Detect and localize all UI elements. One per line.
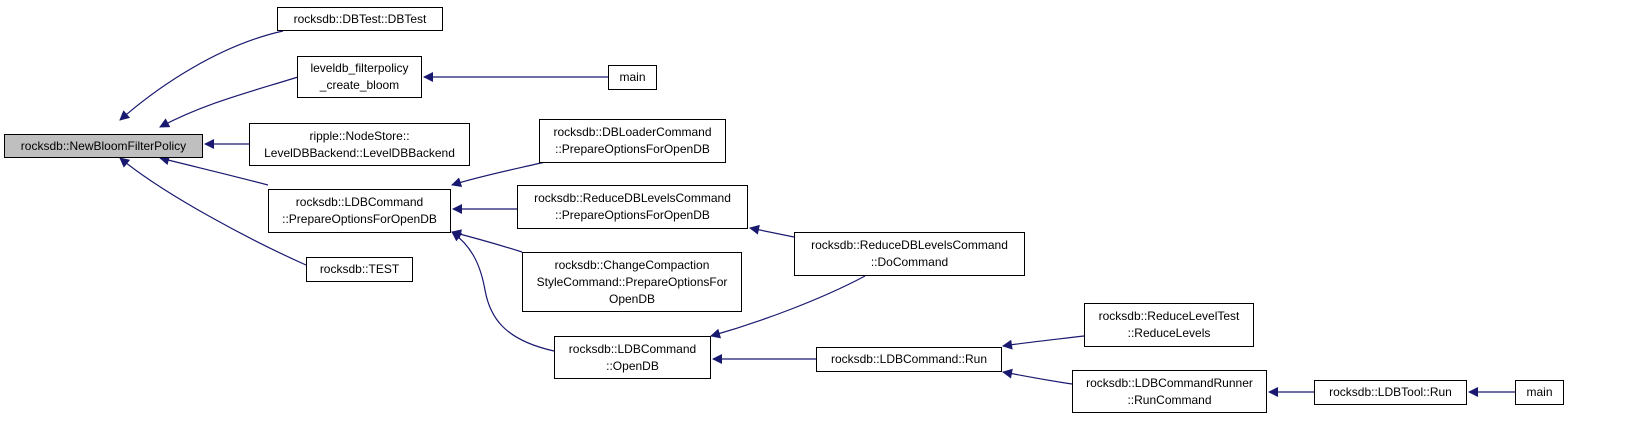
node-label: rocksdb::ReduceDBLevelsCommand xyxy=(534,191,731,205)
node-label: rocksdb::LDBCommand xyxy=(568,341,697,356)
node-ldbcommand-run[interactable]: rocksdb::LDBCommand::Run xyxy=(816,347,1002,372)
node-label: rocksdb::TEST xyxy=(319,262,400,276)
node-ldbcommand-opendb[interactable]: rocksdb::LDBCommand ::OpenDB xyxy=(554,336,711,379)
node-label: StyleCommand::PrepareOptionsFor xyxy=(536,274,728,289)
node-dbloader-prepareoptions[interactable]: rocksdb::DBLoaderCommand ::PrepareOption… xyxy=(539,119,726,163)
node-reducedblevels-docommand[interactable]: rocksdb::ReduceDBLevelsCommand ::DoComma… xyxy=(794,232,1025,276)
node-reducedblevels-prepareoptions[interactable]: rocksdb::ReduceDBLevelsCommand ::Prepare… xyxy=(517,185,748,229)
node-label: rocksdb::DBTest::DBTest xyxy=(293,11,427,26)
node-label: ::ReduceLevels xyxy=(1127,326,1211,340)
node-root: rocksdb::NewBloomFilterPolicy xyxy=(4,134,203,158)
edge-opendb-ldbprep xyxy=(451,231,555,352)
node-ldbcommandrunner-runcommand[interactable]: rocksdb::LDBCommandRunner ::RunCommand xyxy=(1072,370,1267,413)
edge-dbloader-ldbprep xyxy=(451,161,546,188)
node-label: rocksdb::ChangeCompaction xyxy=(554,257,710,272)
node-ldbcommand-prepareoptions[interactable]: rocksdb::LDBCommand ::PrepareOptionsForO… xyxy=(268,189,451,233)
node-label: _create_bloom xyxy=(319,78,400,92)
node-label: ::PrepareOptionsForOpenDB xyxy=(282,212,437,226)
node-label: rocksdb::ReduceDBLevelsCommand xyxy=(811,238,1008,252)
edge-reducedo-reduceprep xyxy=(749,224,795,238)
node-label: ::RunCommand xyxy=(1127,392,1212,407)
edge-ldbprep-root xyxy=(159,155,269,186)
node-test[interactable]: rocksdb::TEST xyxy=(306,257,413,282)
node-label: OpenDB xyxy=(608,291,656,306)
node-label: leveldb_filterpolicy xyxy=(310,61,409,75)
edge-test-root xyxy=(119,157,307,266)
node-label: ::PrepareOptionsForOpenDB xyxy=(555,208,710,222)
edge-runner-run xyxy=(1002,368,1073,385)
node-ldbtool-run[interactable]: rocksdb::LDBTool::Run xyxy=(1314,380,1467,405)
node-ripple-leveldbbackend[interactable]: ripple::NodeStore:: LevelDBBackend::Leve… xyxy=(249,123,470,166)
node-reducelevels[interactable]: rocksdb::ReduceLevelTest ::ReduceLevels xyxy=(1084,303,1254,347)
node-label: main xyxy=(1526,385,1553,399)
node-leveldb-filterpolicy[interactable]: leveldb_filterpolicy _create_bloom xyxy=(297,56,422,98)
node-label: ::DoCommand xyxy=(870,255,949,269)
edge-dbtest-root xyxy=(119,30,284,121)
node-label: rocksdb::LDBTool::Run xyxy=(1329,385,1452,399)
node-label: main xyxy=(619,70,646,84)
node-label: rocksdb::DBLoaderCommand xyxy=(553,125,712,139)
node-label: ::OpenDB xyxy=(606,358,659,373)
node-changecompaction-prepareoptions[interactable]: rocksdb::ChangeCompaction StyleCommand::… xyxy=(522,252,742,312)
node-main-1[interactable]: main xyxy=(608,65,657,90)
node-label: rocksdb::LDBCommand xyxy=(295,195,424,209)
edge-changecomp-ldbprep xyxy=(451,229,523,253)
edge-reducedo-opendb xyxy=(710,275,866,339)
node-label: rocksdb::LDBCommand::Run xyxy=(830,352,988,366)
node-label: rocksdb::ReduceLevelTest xyxy=(1098,309,1240,323)
node-label: ripple::NodeStore:: xyxy=(309,128,410,143)
edge-leveldb-root xyxy=(159,76,299,128)
edge-reducelevels-run xyxy=(1002,335,1085,350)
node-label: LevelDBBackend::LevelDBBackend xyxy=(264,145,455,160)
node-dbtest[interactable]: rocksdb::DBTest::DBTest xyxy=(277,7,443,31)
node-main-2[interactable]: main xyxy=(1515,380,1564,405)
node-label: rocksdb::LDBCommandRunner xyxy=(1086,375,1253,390)
node-label: ::PrepareOptionsForOpenDB xyxy=(555,142,710,156)
node-label: rocksdb::NewBloomFilterPolicy xyxy=(20,138,187,153)
